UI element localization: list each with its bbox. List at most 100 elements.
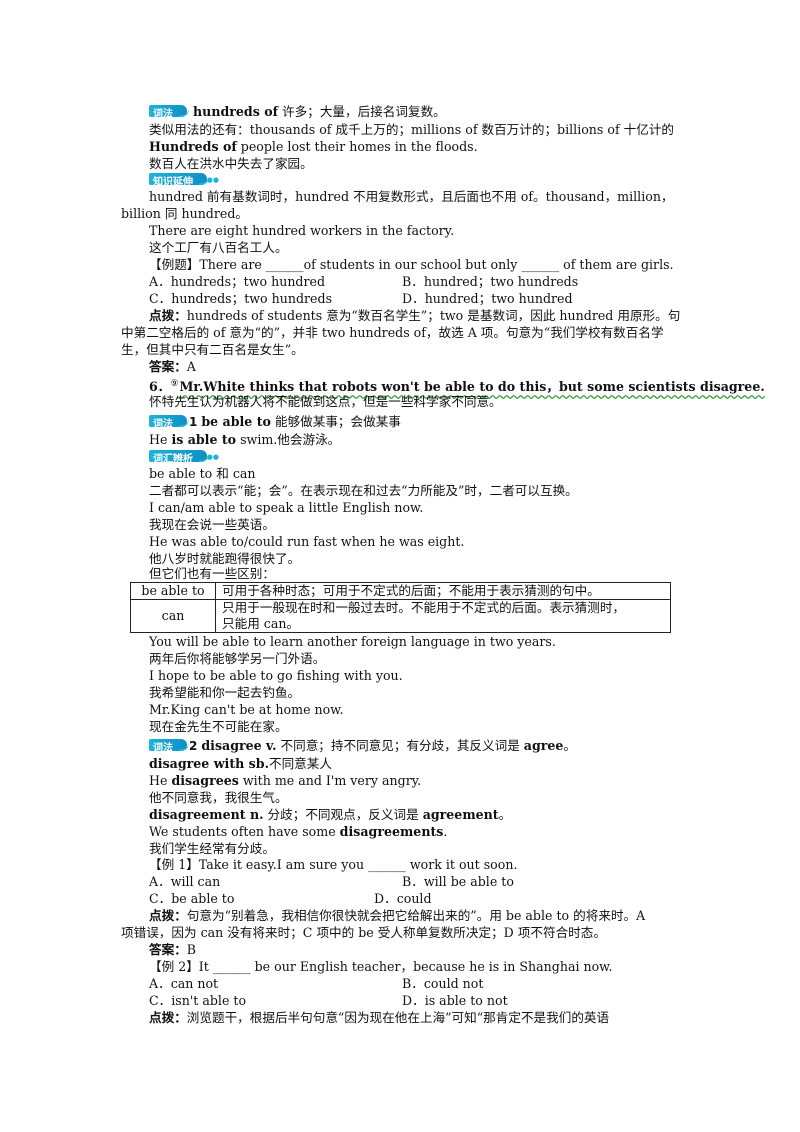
text-line: disagree with sb.不同意某人 <box>149 756 332 772</box>
text-line: 我们学生经常有分歧。 <box>149 841 275 857</box>
text-span: A．can not <box>149 976 219 991</box>
text-span: Hundreds of <box>149 139 237 154</box>
table-cell-value: 只用于一般现在时和一般过去时。不能用于不定式的后面。表示猜测时， 只能用 can… <box>215 599 671 633</box>
text-line: A．can not <box>149 976 218 992</box>
text-line: We students often have some disagreement… <box>149 824 447 840</box>
option-text: D．is able to not <box>402 993 508 1008</box>
text-line: 数百人在洪水中失去了家园。 <box>149 156 313 172</box>
section-tag-icon: 词汇辨析●● <box>149 450 219 465</box>
text-span: 项错误，因为 can 没有将来时；C 项中的 be 受人称单复数所决定；D 项不… <box>121 925 606 940</box>
text-span: He <box>149 773 172 788</box>
text-span: Mr.White thinks that robots won't be abl… <box>179 379 765 394</box>
text-line: 词汇辨析●● <box>149 449 219 465</box>
text-line: 点拨：浏览题干，根据后半句句意“因为现在他在上海”可知“那肯定不是我们的英语 <box>149 1010 609 1026</box>
text-line: 【例题】There are ______of students in our s… <box>149 257 674 273</box>
text-line: 但它们也有一些区别： <box>149 566 275 582</box>
text-span: I hope to be able to go fishing with you… <box>149 668 403 683</box>
text-span: hundreds of <box>193 104 279 119</box>
text-span: 现在金先生不可能在家。 <box>149 719 288 734</box>
text-line: I hope to be able to go fishing with you… <box>149 668 403 684</box>
text-line: 这个工厂有八百名工人。 <box>149 240 288 256</box>
text-span: 我希望能和你一起去钓鱼。 <box>149 685 301 700</box>
text-span: agree <box>523 738 564 753</box>
text-span: 这个工厂有八百名工人。 <box>149 240 288 255</box>
text-line: 我希望能和你一起去钓鱼。 <box>149 685 300 701</box>
tag-number: 2 <box>189 739 198 753</box>
text-span: Mr.King can't be at home now. <box>149 702 344 717</box>
text-line: 【例 2】It ______ be our English teacher，be… <box>149 959 612 975</box>
text-span: 点拨： <box>149 908 187 923</box>
table-cell-value: 可用于各种时态；可用于不定式的后面；不能用于表示猜测的句中。 <box>215 582 671 600</box>
text-line: 类似用法的还有：thousands of 成千上万的；millions of 数… <box>149 122 674 138</box>
text-line: 我现在会说一些英语。 <box>149 517 275 533</box>
text-span: A．hundreds；two hundred <box>149 274 326 289</box>
text-span: 分歧；不同观点，反义词是 <box>263 807 423 822</box>
text-span: C．be able to <box>149 891 235 906</box>
text-line: C．isn't able to <box>149 993 246 1009</box>
circled-number: ⑨ <box>170 379 179 389</box>
tag-number: 1 <box>189 415 198 429</box>
text-line: hundred 前有基数词时，hundred 不用复数形式，且后面也不用 of。… <box>149 189 674 205</box>
text-line: He was able to/could run fast when he wa… <box>149 534 464 550</box>
text-span: 【例 1】Take it easy.I am sure you ______ w… <box>149 857 518 872</box>
text-span: 中第二空格后的 of 意为“的”，并非 two hundreds of，故选 A… <box>121 325 664 340</box>
text-span: We students often have some <box>149 824 340 839</box>
option-text: D．could <box>374 891 432 906</box>
text-span: 【例题】There are ______of students in our s… <box>149 257 674 272</box>
text-span: swim.他会游泳。 <box>236 432 341 447</box>
text-span: I can/am able to speak a little English … <box>149 500 424 515</box>
text-line: You will be able to learn another foreig… <box>149 634 556 650</box>
table-row: can 只用于一般现在时和一般过去时。不能用于不定式的后面。表示猜测时， 只能用… <box>130 599 671 633</box>
text-line: 点拨：句意为“别着急，我相信你很快就会把它给解出来的”。用 be able to… <box>149 908 645 924</box>
text-span: A．will can <box>149 874 221 889</box>
text-span: disagreements <box>339 824 444 839</box>
text-line: A．will can <box>149 874 220 890</box>
section-tag-icon: 词法 <box>149 739 189 754</box>
comparison-table: be able to 可用于各种时态；可用于不定式的后面；不能用于表示猜测的句中… <box>130 582 671 633</box>
text-line: 怀特先生认为机器人将不能做到这点，但是一些科学家不同意。 <box>149 394 502 410</box>
text-line: I can/am able to speak a little English … <box>149 500 423 516</box>
cell-line: 只能用 can。 <box>222 616 300 631</box>
text-line: be able to 和 can <box>149 466 256 482</box>
text-line: 6．⑨Mr.White thinks that robots won't be … <box>149 376 765 395</box>
section-tag-icon: 词法 <box>149 105 189 120</box>
text-span: 句意为“别着急，我相信你很快就会把它给解出来的”。用 be able to 的将… <box>186 908 646 923</box>
text-line: He disagrees with me and I'm very angry. <box>149 773 421 789</box>
text-span: C．isn't able to <box>149 993 247 1008</box>
text-span: billion 同 hundred。 <box>121 206 248 221</box>
text-span: disagrees <box>171 773 239 788</box>
text-span: 【例 2】It ______ be our English teacher，be… <box>149 959 613 974</box>
text-line: 两年后你将能够学另一门外语。 <box>149 651 325 667</box>
text-span: 许多；大量，后接名词复数。 <box>278 104 446 119</box>
table-row: be able to 可用于各种时态；可用于不定式的后面；不能用于表示猜测的句中… <box>130 582 671 600</box>
text-span: 怀特先生认为机器人将不能做到这点，但是一些科学家不同意。 <box>149 394 502 409</box>
text-span: 不同意；持不同意见；有分歧，其反义词是 <box>276 738 524 753</box>
text-line: Hundreds of people lost their homes in t… <box>149 139 478 155</box>
option-text: D．hundred；two hundred <box>402 291 573 306</box>
text-span: 点拨： <box>149 1010 187 1025</box>
text-span: be able to 和 can <box>149 466 256 481</box>
text-line: 词法 hundreds of 许多；大量，后接名词复数。 <box>149 104 446 120</box>
text-line: A．hundreds；two hundred <box>149 274 325 290</box>
text-span: B <box>186 942 197 957</box>
table-cell-key: can <box>130 599 216 633</box>
text-line: 项错误，因为 can 没有将来时；C 项中的 be 受人称单复数所决定；D 项不… <box>121 925 606 941</box>
text-span: 。 <box>498 807 512 822</box>
text-span: people lost their homes in the floods. <box>236 139 478 154</box>
text-span: 数百人在洪水中失去了家园。 <box>149 156 313 171</box>
cell-line: 只用于一般现在时和一般过去时。不能用于不定式的后面。表示猜测时， <box>222 600 625 615</box>
text-span: disagree v. <box>201 738 277 753</box>
text-line: C．be able to <box>149 891 234 907</box>
text-span: 他八岁时就能跑得很快了。 <box>149 551 301 566</box>
text-span: There are eight hundred workers in the f… <box>149 223 455 238</box>
text-span: 但它们也有一些区别： <box>149 566 275 581</box>
text-span: You will be able to learn another foreig… <box>149 634 556 649</box>
text-span: 答案： <box>149 942 187 957</box>
text-line: Mr.King can't be at home now. <box>149 702 344 718</box>
text-line: disagreement n. 分歧；不同观点，反义词是 agreement。 <box>149 807 511 823</box>
text-line: There are eight hundred workers in the f… <box>149 223 454 239</box>
text-span: He <box>149 432 172 447</box>
text-line: 知识延伸●● <box>149 172 219 188</box>
